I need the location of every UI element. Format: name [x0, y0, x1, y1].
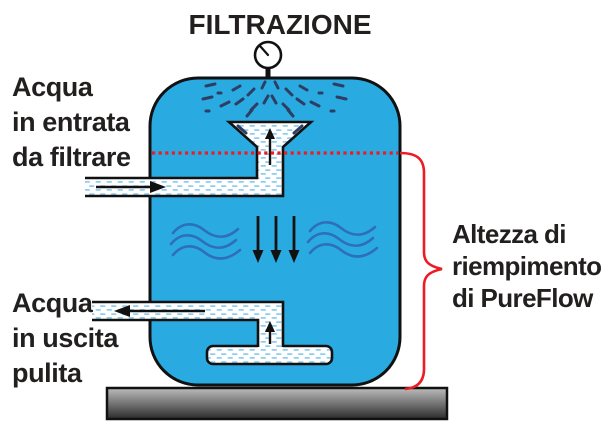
fill-height-label-line3: di PureFlow [452, 283, 594, 313]
fill-height-label-line2: riempimento [452, 251, 601, 281]
fill-height-label-line1: Altezza di [452, 219, 566, 249]
up-flow-arrow-outlet [265, 321, 275, 344]
outlet-label-line2: in uscita [12, 323, 119, 353]
downward-flow-arrows [252, 216, 300, 263]
inlet-flow-arrow [96, 181, 166, 193]
outlet-flow-arrow [114, 305, 205, 317]
outlet-label-line1: Acqua [12, 288, 94, 318]
water-spray-icon [201, 80, 348, 118]
outlet-label-line3: pulita [12, 358, 83, 388]
funnel-splash-dashes [236, 124, 304, 135]
pressure-gauge-icon [253, 40, 283, 79]
diagram-title: FILTRAZIONE [188, 9, 371, 40]
base-platform [105, 386, 449, 421]
outlet-pipe-fill [92, 302, 283, 350]
water-waves-right-icon [306, 221, 379, 258]
up-flow-arrow-funnel [265, 128, 275, 165]
inlet-label-line2: in entrata [12, 107, 131, 137]
outlet-pipe-outline [92, 300, 285, 347]
inlet-label-line1: Acqua [12, 72, 94, 102]
fill-height-brace-icon [399, 151, 443, 391]
inlet-pipe-funnel-outline [85, 120, 315, 198]
inlet-pipe-funnel-fill [85, 122, 311, 196]
water-waves-left-icon [169, 223, 242, 260]
inlet-label-line3: da filtrare [12, 142, 131, 172]
